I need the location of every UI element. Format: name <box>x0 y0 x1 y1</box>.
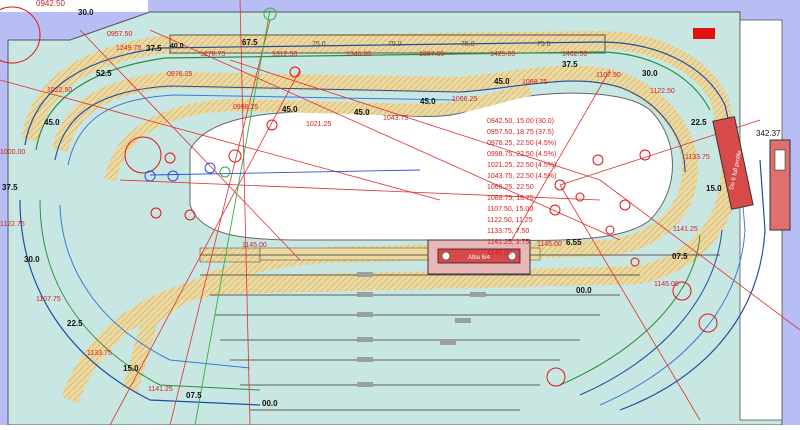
outer-main-rail-inner <box>35 51 711 151</box>
height-e: 37.5 <box>2 183 18 192</box>
top-left-length: 0942.50 <box>36 0 65 8</box>
left-length-1: 0957.50 <box>107 31 132 38</box>
loco-right-length: 342.37 <box>756 129 781 138</box>
inner-length-6: 1107.50 <box>596 72 621 79</box>
right-return-curve-3 <box>559 234 701 386</box>
top-length-6: 1462.50 <box>562 51 587 58</box>
white-strip <box>0 0 148 12</box>
left-length-10: 1145.00 <box>654 281 679 288</box>
height-h: 15.0 <box>123 364 139 373</box>
left-length-9: 1141.25 <box>148 386 173 393</box>
height-m: 22.5 <box>691 118 707 127</box>
top-length-1: 1278.75 <box>200 51 225 58</box>
gradient-row: 1107.50, 15.00 <box>487 206 533 213</box>
gradient-row: 1141.25, 3.75 <box>487 239 529 246</box>
top-length-3: 1346.00 <box>346 51 371 58</box>
height-n: 15.0 <box>706 184 722 193</box>
station-left-length: 1145.00 <box>242 242 267 249</box>
gradient-row: 0942.50, 15.00 (30.0) <box>487 118 554 125</box>
top-height-2: 75.0 <box>312 41 326 48</box>
height-g: 22.5 <box>67 319 83 328</box>
left-return-curve-inner <box>39 199 261 391</box>
gradient-row: 1133.75, 7.50 <box>487 228 529 235</box>
height-f: 30.0 <box>24 255 40 264</box>
height-c: 52.5 <box>96 69 112 78</box>
height-a: 37.5 <box>146 44 162 53</box>
station-right-length: 1145.00 <box>537 241 562 248</box>
inner-height-2: 45.0 <box>354 108 370 117</box>
top-height-3: 75.0 <box>388 41 402 48</box>
left-length-8: 1133.75 <box>87 350 112 357</box>
gradient-row: 0957.50, 18.75 (37.5) <box>487 129 554 136</box>
height-p: 00.0 <box>576 286 592 295</box>
left-length-7: 1107.75 <box>36 296 61 303</box>
gradient-row: 1088.75, 18.75 <box>487 195 534 202</box>
inner-length-8: 1133.75 <box>685 154 710 161</box>
right-return-curve <box>619 159 766 411</box>
inner-length-4: 1066.25 <box>452 96 477 103</box>
inner-length-3: 1043.75 <box>383 115 408 122</box>
left-length-3: 0976.25 <box>167 71 192 78</box>
loco-center-label: Alba 6/4 <box>468 255 491 261</box>
loco-center <box>427 239 531 275</box>
left-length-5: 1000.00 <box>0 149 25 156</box>
left-return-curve-2 <box>59 204 251 369</box>
inner-height-3: 45.0 <box>420 97 436 106</box>
gradient-row: 1122.50, 11.25 <box>487 217 533 224</box>
inner-height-1: 45.0 <box>282 105 298 114</box>
gradient-row: 0998.75, 22.50 (4.5%) <box>487 151 556 158</box>
gradient-table: 0942.50, 15.00 (30.0) 0957.50, 18.75 (37… <box>487 118 556 257</box>
height-i: 07.5 <box>186 391 202 400</box>
gradient-row: 1043.75, 22.50 (4.5%) <box>487 173 556 180</box>
inner-length-1: 0996.25 <box>233 104 258 111</box>
top-left-height: 30.0 <box>78 8 94 17</box>
gradient-row: 1021.25, 22.50 (4.5%) <box>487 162 556 169</box>
curve-centres <box>0 6 718 387</box>
buffer-stops <box>357 272 486 387</box>
blue-centres <box>144 162 216 182</box>
green-construction-line <box>194 9 271 426</box>
top-length-5: 1425.00 <box>490 51 515 58</box>
height-l: 30.0 <box>642 69 658 78</box>
inner-length-5: 1088.75 <box>522 79 547 86</box>
green-centre-2 <box>219 166 231 178</box>
left-length-4: 1022.50 <box>47 87 72 94</box>
inner-cork-roadbed <box>104 84 532 182</box>
middle-main-rail <box>54 80 686 173</box>
height-j: 00.0 <box>262 399 278 408</box>
red-marker <box>693 28 715 39</box>
right-return-curve-2 <box>579 229 723 396</box>
middle-cork-roadbed <box>52 65 699 393</box>
loco-right <box>712 116 791 231</box>
blue-construction-line <box>149 169 421 176</box>
middle-main-rail-inner <box>67 94 456 166</box>
gradient-row: 0976.25, 22.50 (4.5%) <box>487 140 556 147</box>
top-straight-roadbed <box>169 34 606 54</box>
left-return-curve <box>19 199 261 406</box>
left-length-2: 1249.75 <box>116 45 141 52</box>
top-height-1: 67.5 <box>242 38 258 47</box>
height-d: 45.0 <box>44 118 60 127</box>
green-centre <box>263 7 277 21</box>
height-k: 37.5 <box>562 60 578 69</box>
inner-length-7: 1122.50 <box>650 88 675 95</box>
gradient-row: 1066.25, 22.50 <box>487 184 534 191</box>
top-height-5: 75.0 <box>537 41 551 48</box>
top-length-4: 1387.50 <box>419 51 444 58</box>
station-gap-label: 6.55 <box>566 238 582 247</box>
inner-height-4: 45.0 <box>494 77 510 86</box>
top-length-2: 1312.50 <box>272 51 297 58</box>
outer-main-rail <box>24 41 736 151</box>
inner-length-2: 1021.25 <box>306 121 331 128</box>
top-height-4: 75.0 <box>461 41 475 48</box>
inner-length-9: 1141.25 <box>673 226 698 233</box>
height-b: 40.0 <box>170 43 184 50</box>
height-o: 07.5 <box>672 252 688 261</box>
right-return-curve-inner <box>599 169 746 406</box>
left-length-6: 1122.75 <box>0 221 25 228</box>
gradient-row: 1145.00 <box>487 250 512 257</box>
